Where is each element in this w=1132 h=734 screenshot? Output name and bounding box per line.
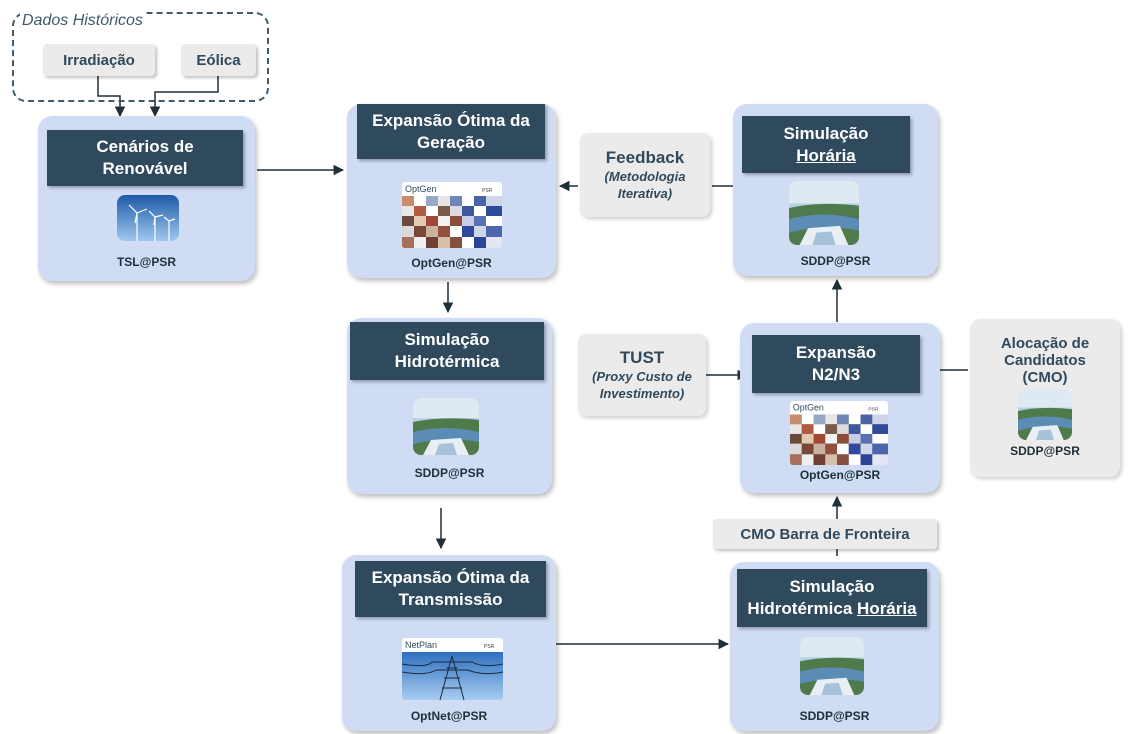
generation-expansion-caption: OptGen@PSR <box>411 256 492 270</box>
hourly-simulation-caption: SDDP@PSR <box>800 254 871 268</box>
hourly-simulation-title: Simulação Horária <box>742 116 910 173</box>
renewable-scenarios-caption: TSL@PSR <box>116 255 177 269</box>
tust-note: TUST (Proxy Custo de Investimento) <box>578 334 706 416</box>
tust-title: TUST <box>619 348 665 367</box>
n2n3-expansion-caption: OptGen@PSR <box>799 468 881 482</box>
hourly-hydrothermal-simulation-caption: SDDP@PSR <box>799 709 870 723</box>
hydrothermal-simulation-card: Simulação Hidrotérmica SDDP@PSR <box>347 318 552 494</box>
cmo-border-bus-box: CMO Barra de Fronteira <box>713 519 937 549</box>
hourly-simulation-card: Simulação Horária SDDP@PSR <box>733 104 938 276</box>
allocation-line3: (CMO) <box>1022 369 1068 386</box>
netplan-logo-brand: PSR <box>484 644 495 650</box>
renewable-scenarios-title: Cenários de Renovável <box>47 130 243 186</box>
hourly-hydrothermal-simulation-card: Simulação Hidrotérmica Horária SDDP@PSR <box>730 562 939 731</box>
hydrothermal-simulation-caption: SDDP@PSR <box>414 466 485 480</box>
dam-icon <box>800 637 864 695</box>
wind-turbines-icon <box>117 195 179 241</box>
allocation-line1: Alocação de <box>1000 335 1090 352</box>
optgen-logo-name: OptGen <box>405 184 437 194</box>
hydrothermal-simulation-title: Simulação Hidrotérmica <box>350 322 544 380</box>
transmission-expansion-caption: OptNet@PSR <box>410 709 488 723</box>
n2n3-expansion-title: Expansão N2/N3 <box>752 335 920 393</box>
optgen-logo-brand-2: PSR <box>868 407 879 413</box>
optgen-logo-brand: PSR <box>482 188 493 194</box>
arrow-eolica-to-cenarios <box>149 76 219 118</box>
transmission-expansion-title: Expansão Ótima da Transmissão <box>355 561 546 617</box>
tust-sub2: Investimento) <box>599 386 685 401</box>
optgen-logo-name-2: OptGen <box>793 403 824 413</box>
allocation-caption: SDDP@PSR <box>1010 444 1080 458</box>
eolica-box: Eólica <box>181 44 256 76</box>
generation-expansion-card: Expansão Ótima da Geração OptGen PSR Opt… <box>347 104 556 278</box>
allocation-line2: Candidatos <box>1004 352 1086 369</box>
historical-data-label: Dados Históricos <box>20 12 145 30</box>
arrow-irradiacao-to-cenarios <box>97 76 126 118</box>
feedback-sub2: Iterativa) <box>617 186 673 201</box>
tust-sub1: (Proxy Custo de <box>592 369 692 384</box>
renewable-scenarios-card: Cenários de Renovável TSL@PSR <box>38 116 255 281</box>
transmission-expansion-card: Expansão Ótima da Transmissão NetPlan PS… <box>342 555 556 731</box>
netplan-logo: NetPlan PSR <box>402 638 503 700</box>
netplan-logo-name: NetPlan <box>405 640 437 650</box>
feedback-note: Feedback (Metodologia Iterativa) <box>580 133 710 217</box>
feedback-title: Feedback <box>605 148 685 167</box>
dam-icon <box>789 181 859 245</box>
candidate-allocation-card: Alocação de Candidatos (CMO) SDDP@PSR <box>970 319 1120 477</box>
generation-expansion-title: Expansão Ótima da Geração <box>357 104 545 159</box>
dam-icon <box>1018 390 1072 440</box>
feedback-sub1: (Metodologia <box>604 169 686 184</box>
optgen-logo: OptGen PSR <box>790 401 888 465</box>
optgen-logo: OptGen PSR <box>402 182 502 248</box>
irradiacao-box: Irradiação <box>43 44 155 76</box>
dam-icon <box>413 398 479 455</box>
hourly-hydrothermal-simulation-title: Simulação Hidrotérmica Horária <box>737 569 927 627</box>
n2n3-expansion-card: Expansão N2/N3 OptGen PSR OptGen@PSR <box>740 323 940 493</box>
